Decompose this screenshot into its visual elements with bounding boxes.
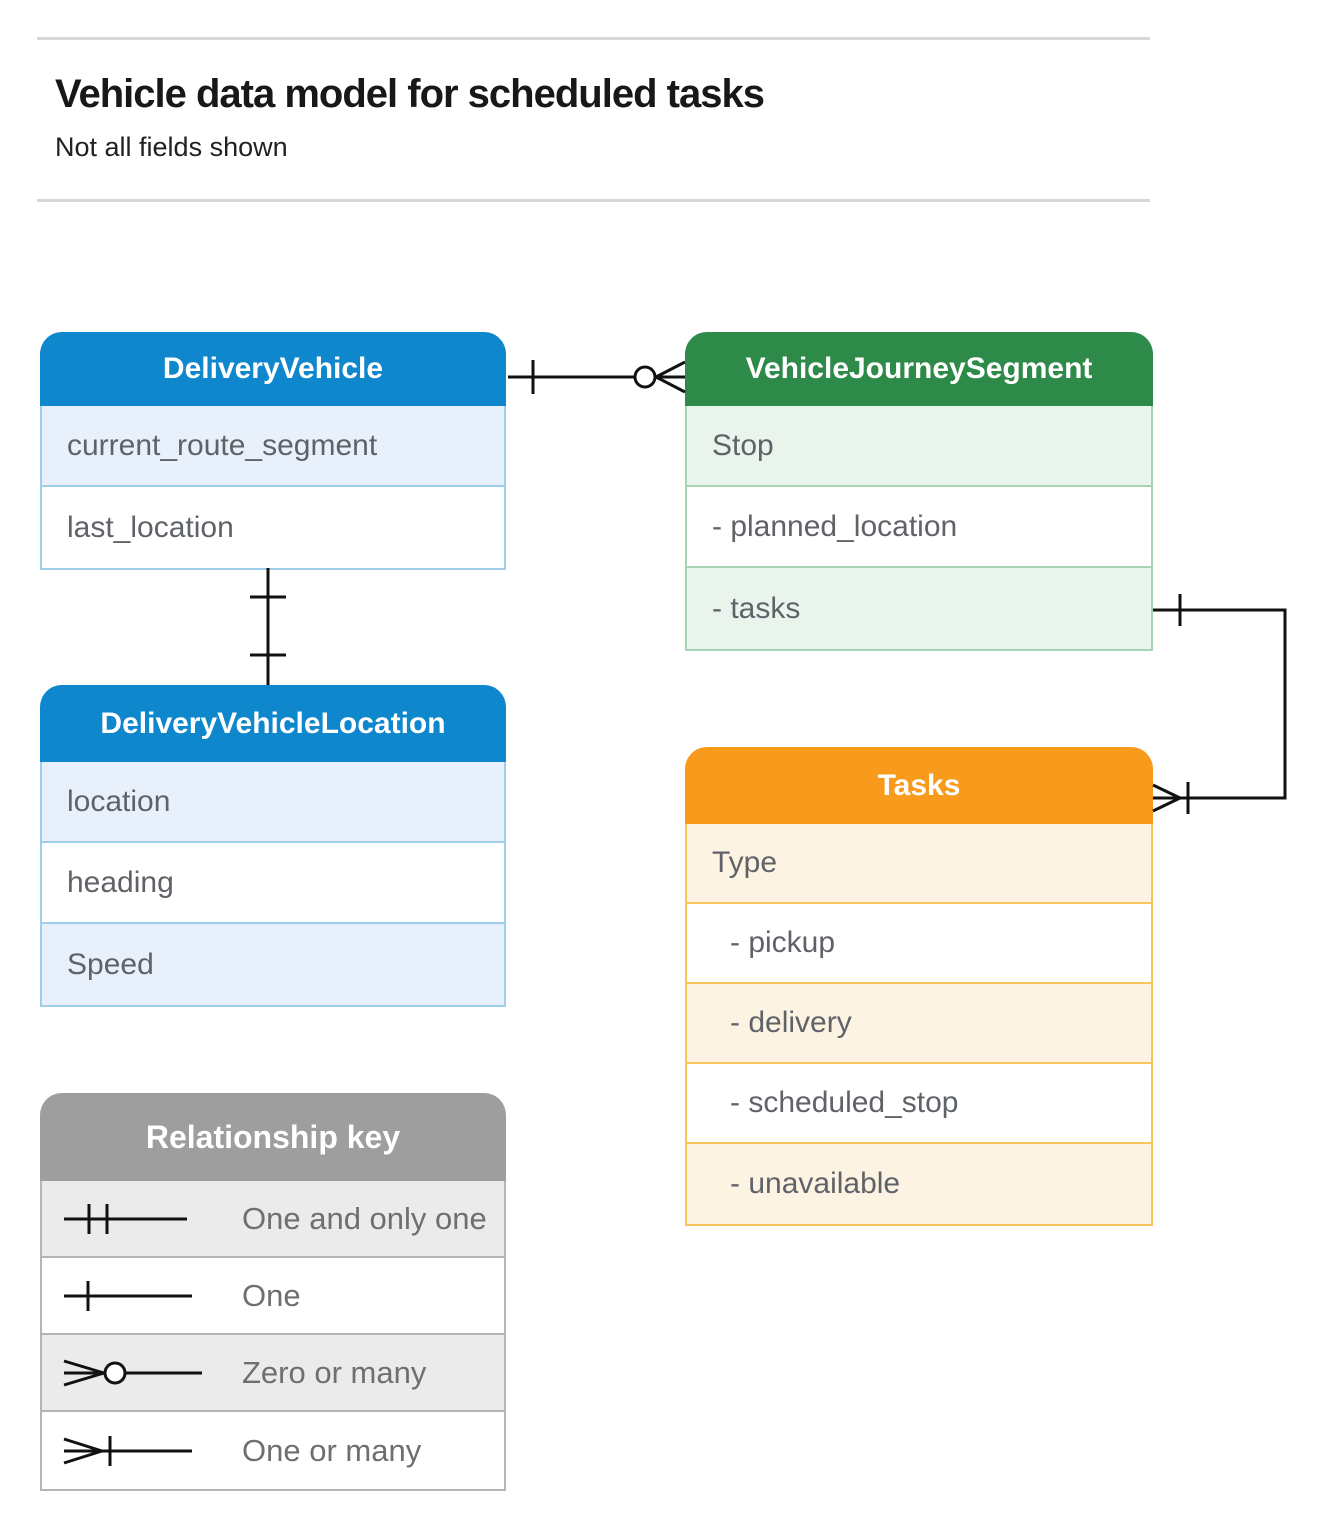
entity-row: Stop — [687, 406, 1151, 487]
entity-rows: location heading Speed — [40, 762, 506, 1007]
legend-row: Zero or many — [42, 1335, 504, 1412]
entity-title: VehicleJourneySegment — [745, 352, 1093, 385]
entity-vehicle-journey-segment: VehicleJourneySegment Stop - planned_loc… — [685, 332, 1153, 651]
one-symbol — [64, 1280, 192, 1311]
entity-row: - unavailable — [687, 1144, 1151, 1224]
entity-row: Type — [687, 824, 1151, 904]
entity-rows: current_route_segment last_location — [40, 406, 506, 570]
entity-delivery-vehicle-location: DeliveryVehicleLocation location heading… — [40, 685, 506, 1007]
entity-header: DeliveryVehicle — [40, 332, 506, 406]
connector-deliveryvehicle-deliveryvehiclelocation — [250, 568, 286, 685]
legend-row: One and only one — [42, 1181, 504, 1258]
legend-label: One and only one — [242, 1200, 487, 1236]
entity-row: - scheduled_stop — [687, 1064, 1151, 1144]
entity-header: Tasks — [685, 747, 1153, 824]
entity-rows: Type - pickup - delivery - scheduled_sto… — [685, 824, 1153, 1226]
legend-row: One — [42, 1258, 504, 1335]
legend-row: One or many — [42, 1412, 504, 1489]
top-divider — [37, 37, 1150, 40]
entity-row: Speed — [42, 924, 504, 1005]
entity-tasks: Tasks Type - pickup - delivery - schedul… — [685, 747, 1153, 1226]
entity-delivery-vehicle: DeliveryVehicle current_route_segment la… — [40, 332, 506, 570]
page-title: Vehicle data model for scheduled tasks — [55, 72, 765, 116]
connector-deliveryvehicle-vehiclejourneysegment — [508, 360, 686, 394]
entity-title: DeliveryVehicleLocation — [100, 706, 446, 740]
entity-row: last_location — [42, 487, 504, 568]
entity-row: - delivery — [687, 984, 1151, 1064]
legend-title: Relationship key — [145, 1118, 401, 1155]
entity-title: DeliveryVehicle — [162, 352, 384, 385]
one-or-many-symbol — [63, 1435, 192, 1466]
entity-row: current_route_segment — [42, 406, 504, 487]
entity-row: heading — [42, 843, 504, 924]
legend-header: Relationship key — [40, 1093, 506, 1181]
legend-label: One or many — [242, 1432, 422, 1468]
legend-label: One — [242, 1277, 301, 1313]
one-and-only-one-symbol — [64, 1203, 187, 1234]
relationship-key-legend: Relationship key One and only one One — [40, 1093, 506, 1491]
entity-header: VehicleJourneySegment — [685, 332, 1153, 406]
entity-row: location — [42, 762, 504, 843]
page-subtitle: Not all fields shown — [55, 132, 288, 162]
entity-header: DeliveryVehicleLocation — [40, 685, 506, 762]
zero-or-many-symbol — [63, 1359, 202, 1386]
legend-label: Zero or many — [242, 1354, 427, 1390]
entity-row: - tasks — [687, 568, 1151, 649]
entity-row: - pickup — [687, 904, 1151, 984]
legend-rows: One and only one One Zero o — [40, 1181, 506, 1491]
entity-title: Tasks — [877, 768, 961, 802]
entity-rows: Stop - planned_location - tasks — [685, 406, 1153, 651]
entity-row: - planned_location — [687, 487, 1151, 568]
connector-vehiclejourneysegment-tasks — [1152, 594, 1287, 814]
header-divider — [37, 199, 1150, 202]
